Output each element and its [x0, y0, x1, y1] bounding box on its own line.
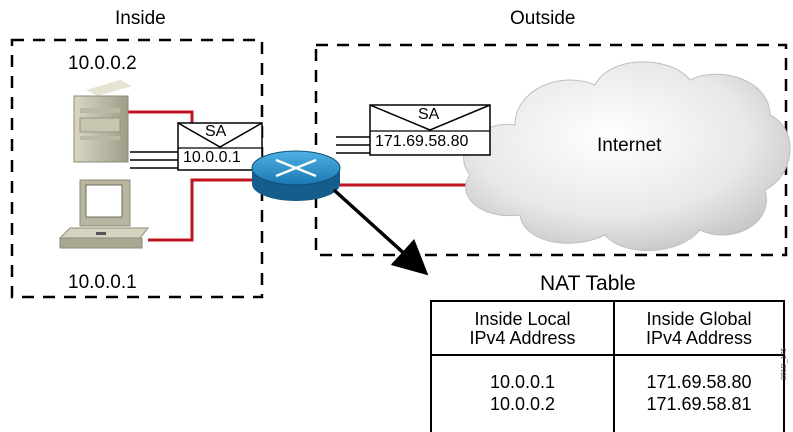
nat-cell-local: 10.0.0.1	[489, 372, 556, 392]
inside-packet-header: SA	[205, 123, 227, 140]
nat-column-header: Inside Global IPv4 Address	[615, 302, 783, 348]
nat-column-values: 171.69.58.80 171.69.58.81	[615, 371, 783, 415]
internet-label: Internet	[597, 135, 662, 156]
server-icon	[73, 80, 132, 163]
pc-link	[148, 178, 252, 242]
nat-column-values: 10.0.0.1 10.0.0.2	[432, 371, 613, 415]
outside-packet-address: 171.69.58.80	[375, 133, 469, 150]
pc-ip-label: 10.0.0.1	[68, 272, 137, 293]
nat-header-line: Inside Local	[474, 309, 571, 329]
nat-header-line: Inside Global	[646, 309, 752, 329]
pc-icon	[58, 179, 150, 249]
inside-packet-address: 10.0.0.1	[183, 149, 241, 166]
nat-header-divider	[432, 354, 783, 356]
inside-packet	[130, 122, 263, 171]
inside-zone-label: Inside	[115, 8, 166, 29]
nat-cell-global: 171.69.58.80	[646, 372, 752, 392]
nat-cell-global: 171.69.58.81	[646, 394, 752, 414]
internet-cloud	[463, 61, 791, 252]
nat-column-inside-local: Inside Local IPv4 Address 10.0.0.1 10.0.…	[432, 302, 615, 432]
nat-cell-local: 10.0.0.2	[489, 394, 556, 414]
outside-packet	[336, 104, 491, 156]
nat-table: Inside Local IPv4 Address 10.0.0.1 10.0.…	[430, 300, 785, 432]
nat-column-inside-global: Inside Global IPv4 Address 171.69.58.80 …	[615, 302, 783, 432]
outside-packet-header: SA	[418, 106, 440, 123]
nat-lookup-arrow	[332, 188, 429, 276]
outside-zone-label: Outside	[510, 8, 576, 29]
figure-id: 201D_175	[781, 347, 788, 380]
nat-header-line: IPv4 Address	[645, 328, 753, 348]
nat-header-line: IPv4 Address	[469, 328, 576, 348]
server-ip-label: 10.0.0.2	[68, 53, 137, 74]
nat-table-title: NAT Table	[540, 272, 636, 295]
nat-column-header: Inside Local IPv4 Address	[432, 302, 613, 348]
router-icon	[251, 150, 341, 201]
